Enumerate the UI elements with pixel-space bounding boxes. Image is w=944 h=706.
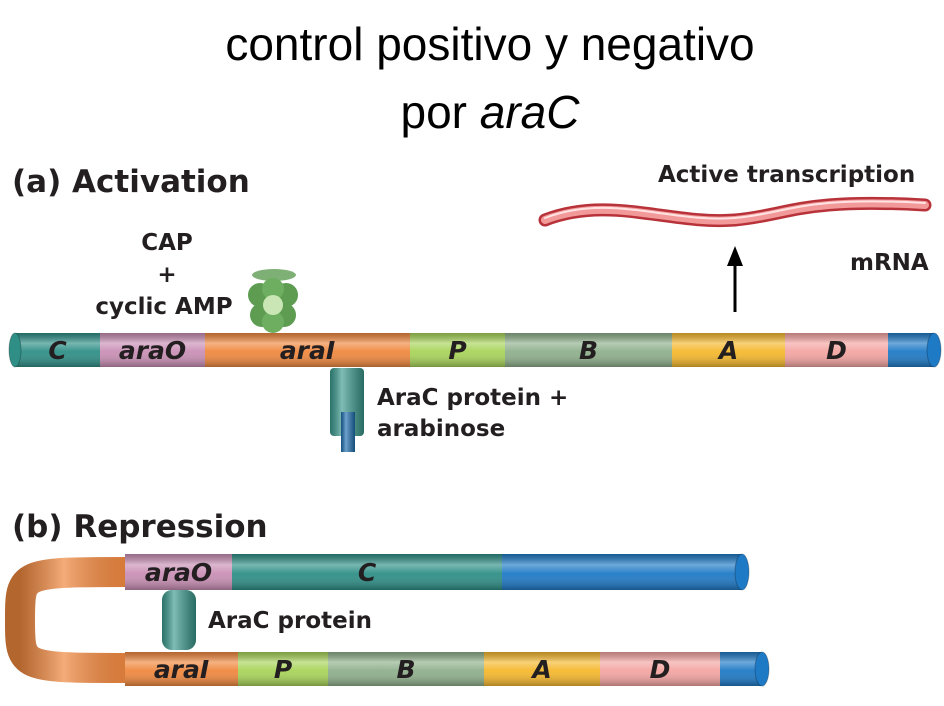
repression-bottom-strand: araI P B A D <box>125 651 770 687</box>
cap-label: CAP <box>141 230 193 256</box>
repression-bottom-tube-shading <box>125 652 762 686</box>
cyclic-amp-label: cyclic AMP <box>95 294 232 320</box>
arabinose-block-shade <box>341 412 355 452</box>
repression-top-end-cap-right <box>734 553 750 591</box>
repression-top-label-c: C <box>358 558 377 587</box>
activation-end-cap-right <box>926 332 942 368</box>
activation-label-arai: araI <box>280 336 335 365</box>
cap-protein-icon <box>248 269 298 333</box>
arac-arabinose-label-2: arabinose <box>377 416 505 442</box>
arac-protein-activation-shade <box>330 368 364 436</box>
repression-top-strand: araO C <box>125 553 750 591</box>
arac-protein-label: AraC protein <box>208 608 372 634</box>
arac-protein-repression-shade <box>162 590 196 650</box>
repression-bottom-end-cap-right <box>754 651 770 687</box>
activation-label-d: D <box>826 336 847 365</box>
title-line-2-prefix: por <box>401 86 480 138</box>
activation-label-a: A <box>717 336 738 365</box>
activation-label-p: P <box>448 336 466 365</box>
repression-top-tube-shading <box>125 554 742 590</box>
repression-bottom-label-d: D <box>650 655 671 684</box>
mrna-strand-fill <box>541 199 929 225</box>
mrna-strand-highlight <box>544 200 926 220</box>
activation-end-cap-left <box>8 332 22 368</box>
title-line-2-gene: araC <box>480 86 580 138</box>
active-transcription-label: Active transcription <box>658 162 915 188</box>
repression-bottom-label-b: B <box>396 655 415 684</box>
activation-label-b: B <box>579 336 598 365</box>
repression-bottom-label-p: P <box>274 655 292 684</box>
activation-tube-shading <box>15 333 934 367</box>
repression-section-label: (b) Repression <box>12 509 268 545</box>
activation-section-label: (a) Activation <box>12 164 250 200</box>
repression-bottom-label-a: A <box>530 655 551 684</box>
arac-arabinose-label-1: AraC protein + <box>377 385 568 411</box>
activation-label-c: C <box>48 336 67 365</box>
transcription-arrowhead <box>727 246 743 266</box>
title-line-2: por araC <box>401 86 581 138</box>
repression-loop-shade <box>4 557 131 683</box>
repression-bottom-label-arai: araI <box>154 655 209 684</box>
activation-label-arao: araO <box>119 336 186 365</box>
title-line-1: control positivo y negativo <box>225 18 754 70</box>
mrna-label: mRNA <box>850 250 929 276</box>
repression-top-label-arao: araO <box>145 558 212 587</box>
cap-plus-label: + <box>157 262 176 288</box>
